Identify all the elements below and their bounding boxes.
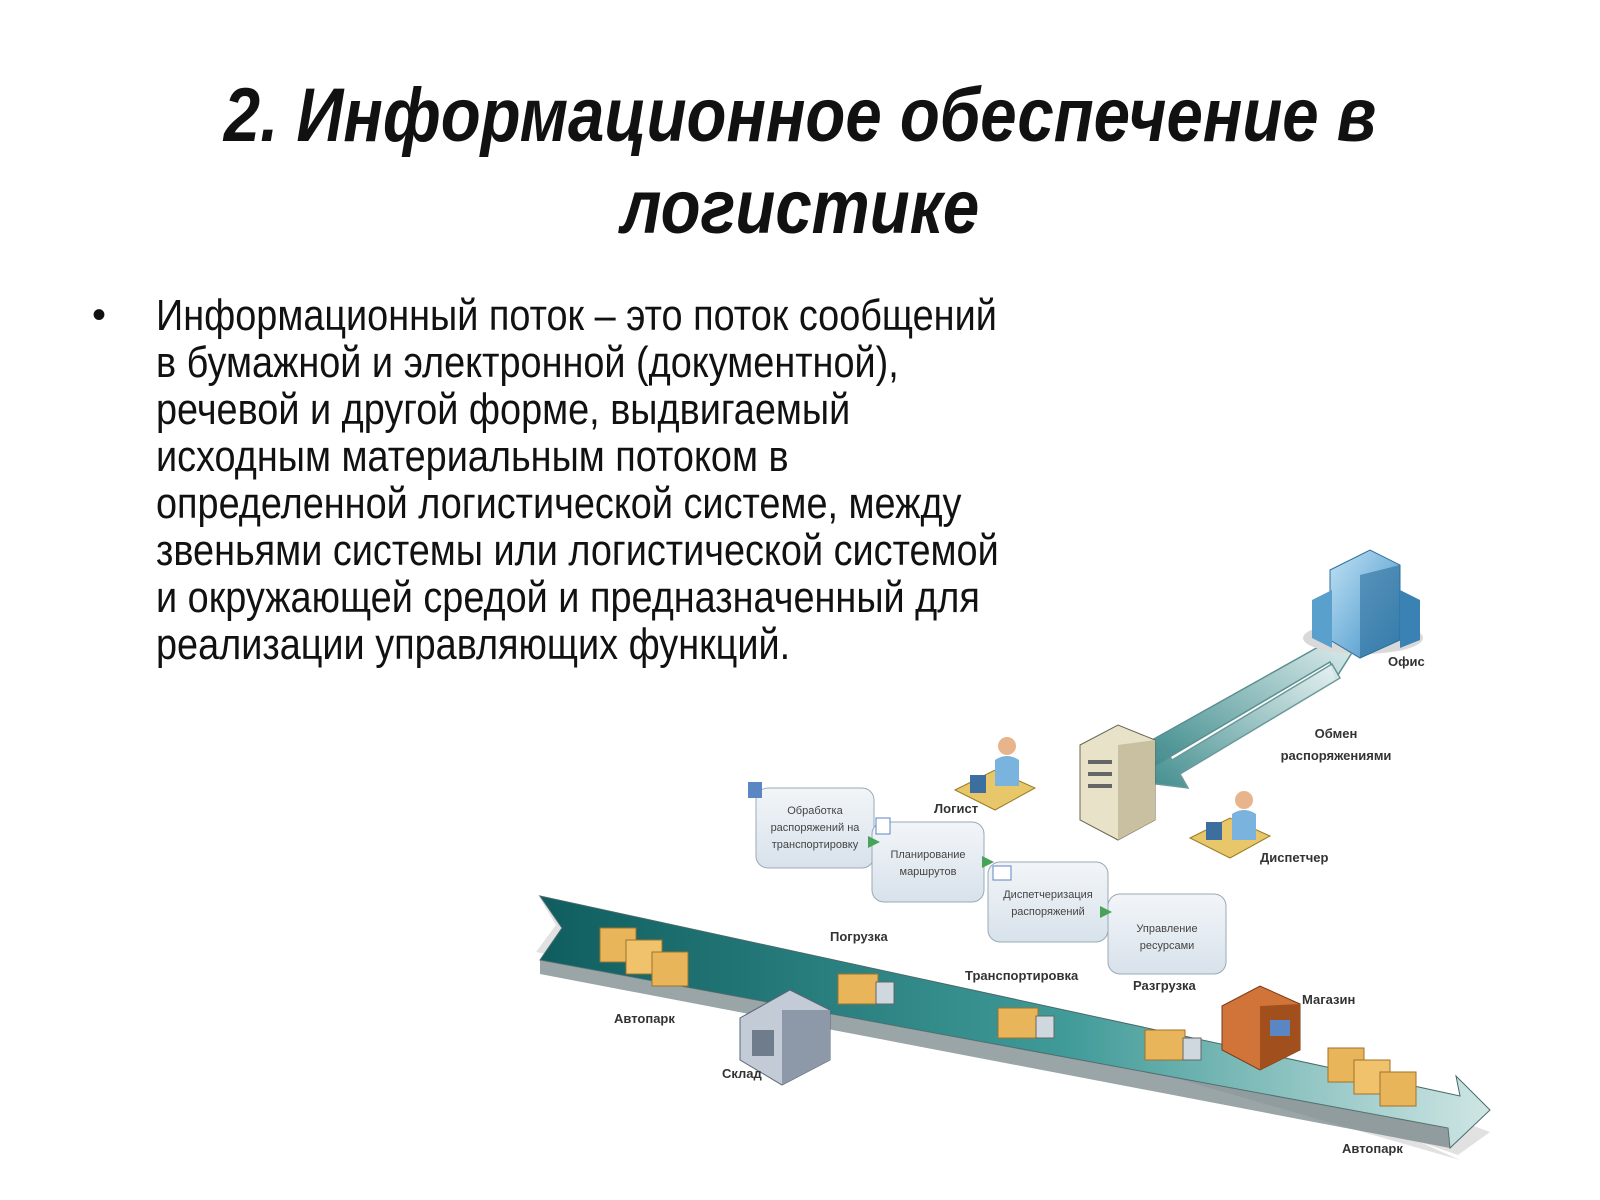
bullet-dot: • (92, 293, 107, 337)
label-fleet-end: Автопарк (1342, 1141, 1403, 1156)
label-dispatcher: Диспетчер (1260, 850, 1329, 865)
process-step-4 (1107, 893, 1227, 975)
step-1-line-2: распоряжений на (771, 822, 861, 834)
label-exchange-1: Обмен (1315, 726, 1358, 741)
step-2-line-2: маршрутов (900, 866, 957, 878)
truck-transport-icon (997, 1007, 1055, 1039)
bullet-text: Информационный поток – это поток сообщен… (156, 291, 999, 669)
step-3-line-1: Диспетчеризация (1003, 889, 1093, 901)
truck-loading-icon (837, 973, 895, 1005)
dispatcher-person-icon (1188, 791, 1272, 859)
label-transport: Транспортировка (965, 968, 1079, 983)
logistics-flow-diagram: Офис Обмен распоряжениями Логист Диспетч… (536, 549, 1491, 1160)
crates-start-icon (599, 927, 689, 987)
office-building-icon (1303, 549, 1423, 659)
server-icon (1079, 724, 1156, 841)
process-step-2 (871, 817, 985, 903)
label-logist: Логист (934, 801, 978, 816)
step-1-line-1: Обработка (787, 805, 843, 817)
slide-title: 2. Информационное обеспечение в логистик… (223, 73, 1377, 250)
crates-end-icon (1327, 1047, 1417, 1107)
warehouse-icon (739, 989, 831, 1086)
label-loading: Погрузка (830, 929, 888, 944)
step-4-line-2: ресурсами (1140, 940, 1195, 952)
truck-unloading-icon (1144, 1029, 1202, 1061)
label-store: Магазин (1302, 992, 1355, 1007)
label-office: Офис (1388, 654, 1425, 669)
label-fleet-start: Автопарк (614, 1011, 675, 1026)
step-4-line-1: Управление (1136, 923, 1197, 935)
label-exchange-2: распоряжениями (1281, 748, 1392, 763)
label-unloading: Разгрузка (1133, 978, 1197, 993)
logist-person-icon (953, 737, 1037, 811)
process-step-1 (748, 782, 875, 869)
step-1-line-3: транспортировку (772, 839, 859, 851)
process-step-3 (987, 861, 1109, 943)
step-arrows (868, 836, 1112, 918)
label-warehouse: Склад (722, 1066, 763, 1081)
exchange-arrows (1118, 631, 1362, 789)
store-icon (1221, 985, 1301, 1071)
step-3-line-2: распоряжений (1011, 906, 1085, 918)
step-2-line-1: Планирование (890, 849, 965, 861)
